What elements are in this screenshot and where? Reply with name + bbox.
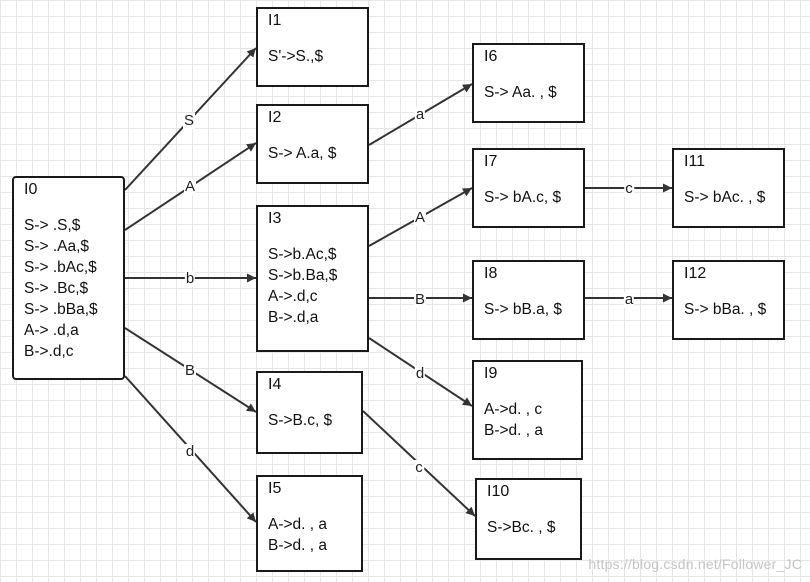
- transition-label-i3-i8: B: [413, 291, 427, 308]
- lr-item: S->Bc. , $: [487, 519, 556, 536]
- state-items-i0: S-> .S,$ S-> .Aa,$ S-> .bAc,$ S-> .Bc,$ S-> …: [24, 215, 113, 362]
- state-title-i12: I12: [684, 265, 707, 282]
- lr-item: S-> .bBa,$: [24, 301, 98, 318]
- state-title-i5: I5: [268, 480, 282, 497]
- lr-item: B->d. , a: [268, 537, 328, 554]
- state-title-i3: I3: [268, 210, 282, 227]
- transition-label-i0-i3: b: [184, 270, 196, 287]
- lr-item: S-> bA.c, $: [484, 189, 562, 206]
- state-title-i9: I9: [484, 365, 498, 382]
- lr-item: A->d. , a: [268, 516, 328, 533]
- transition-label-i0-i4: B: [183, 362, 197, 379]
- lr-item: S'->S.,$: [268, 48, 324, 65]
- state-items-i1: S'->S.,$: [268, 46, 357, 67]
- state-items-i12: S-> bBa. , $: [684, 299, 773, 320]
- transition-label-i0-i1: S: [182, 112, 196, 129]
- state-title-i0: I0: [24, 181, 38, 198]
- state-title-i7: I7: [484, 153, 498, 170]
- state-items-i7: S-> bA.c, $: [484, 187, 573, 208]
- lr-item: S-> A.a, $: [268, 145, 337, 162]
- lr-item: S-> Aa. , $: [484, 84, 557, 101]
- transition-label-i0-i2: A: [183, 178, 197, 195]
- state-items-i4: S->B.c, $: [268, 410, 351, 431]
- state-items-i5: A->d. , a B->d. , a: [268, 514, 351, 556]
- state-title-i10: I10: [487, 483, 510, 500]
- lr-item: B->.d,a: [268, 309, 319, 326]
- lr-item: A-> .d,a: [24, 322, 79, 339]
- lr-item: S->b.Ba,$: [268, 267, 338, 284]
- lr-item: A->d. , c: [484, 401, 543, 418]
- lr-item: B->d. , a: [484, 422, 544, 439]
- lr-item: S-> .Aa,$: [24, 238, 90, 255]
- lr-item: S->B.c, $: [268, 412, 333, 429]
- state-items-i6: S-> Aa. , $: [484, 82, 573, 103]
- state-title-i11: I11: [684, 153, 706, 170]
- state-title-i8: I8: [484, 265, 498, 282]
- transition-label-i8-i12: a: [623, 291, 635, 308]
- lr-item: S-> bB.a, $: [484, 301, 562, 318]
- transition-label-i4-i10: c: [414, 459, 424, 476]
- transition-label-i7-i11: c: [624, 180, 634, 197]
- watermark: https://blog.csdn.net/Follower_JC: [588, 556, 802, 572]
- transition-label-i0-i5: d: [184, 443, 196, 460]
- state-title-i6: I6: [484, 48, 498, 65]
- state-title-i4: I4: [268, 376, 282, 393]
- transition-label-i3-i7: A: [413, 209, 427, 226]
- state-title-i1: I1: [268, 12, 282, 29]
- lr-item: S-> .bAc,$: [24, 259, 97, 276]
- state-items-i10: S->Bc. , $: [487, 517, 570, 538]
- state-items-i2: S-> A.a, $: [268, 143, 357, 164]
- state-items-i8: S-> bB.a, $: [484, 299, 573, 320]
- lr-item: S->b.Ac,$: [268, 246, 337, 263]
- transition-label-i2-i6: a: [414, 106, 426, 123]
- state-title-i2: I2: [268, 109, 282, 126]
- transition-label-i3-i9: d: [414, 365, 426, 382]
- lr-item: S-> bBa. , $: [684, 301, 767, 318]
- lr-item: S-> bAc. , $: [684, 189, 766, 206]
- lr-item: S-> .S,$: [24, 217, 81, 234]
- lr-item: B->.d,c: [24, 343, 74, 360]
- lr-item: S-> .Bc,$: [24, 280, 89, 297]
- lr-item: A->.d,c: [268, 288, 318, 305]
- state-items-i11: S-> bAc. , $: [684, 187, 773, 208]
- state-items-i9: A->d. , c B->d. , a: [484, 399, 571, 441]
